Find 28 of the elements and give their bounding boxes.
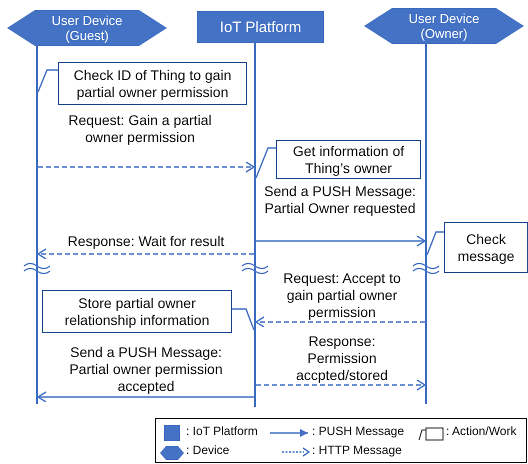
arrow <box>256 379 426 391</box>
legend-text: : HTTP Message <box>312 443 402 458</box>
legend-text: : PUSH Message <box>312 424 404 439</box>
leader-line <box>37 69 58 92</box>
lifeline <box>36 46 38 404</box>
legend-text: : IoT Platform <box>186 424 258 439</box>
node-label: User Device (Guest) <box>50 13 124 43</box>
platform-box <box>197 11 324 43</box>
arrow <box>37 248 254 260</box>
action-box: Check ID of Thing to gain partial owner permission <box>58 62 247 105</box>
device-hexagon <box>7 10 167 46</box>
node-label: IoT Platform <box>218 20 302 34</box>
leader-line <box>255 147 276 178</box>
arrow <box>37 391 254 403</box>
arrow <box>256 235 426 247</box>
lifeline <box>425 44 427 404</box>
lifeline <box>254 43 256 407</box>
arrow <box>38 161 255 173</box>
leader-line <box>232 308 255 330</box>
legend-text: : Action/Work <box>446 424 516 439</box>
action-box: Get information of Thing’s owner <box>276 140 421 179</box>
action-box: Store partial owner relationship information <box>42 290 232 333</box>
leader-line <box>426 231 444 256</box>
action-box: Check message <box>444 222 528 273</box>
node-label: User Device (Owner) <box>408 11 480 41</box>
device-hexagon <box>364 8 524 44</box>
legend-text: : Device <box>186 443 230 458</box>
arrow <box>255 316 425 328</box>
